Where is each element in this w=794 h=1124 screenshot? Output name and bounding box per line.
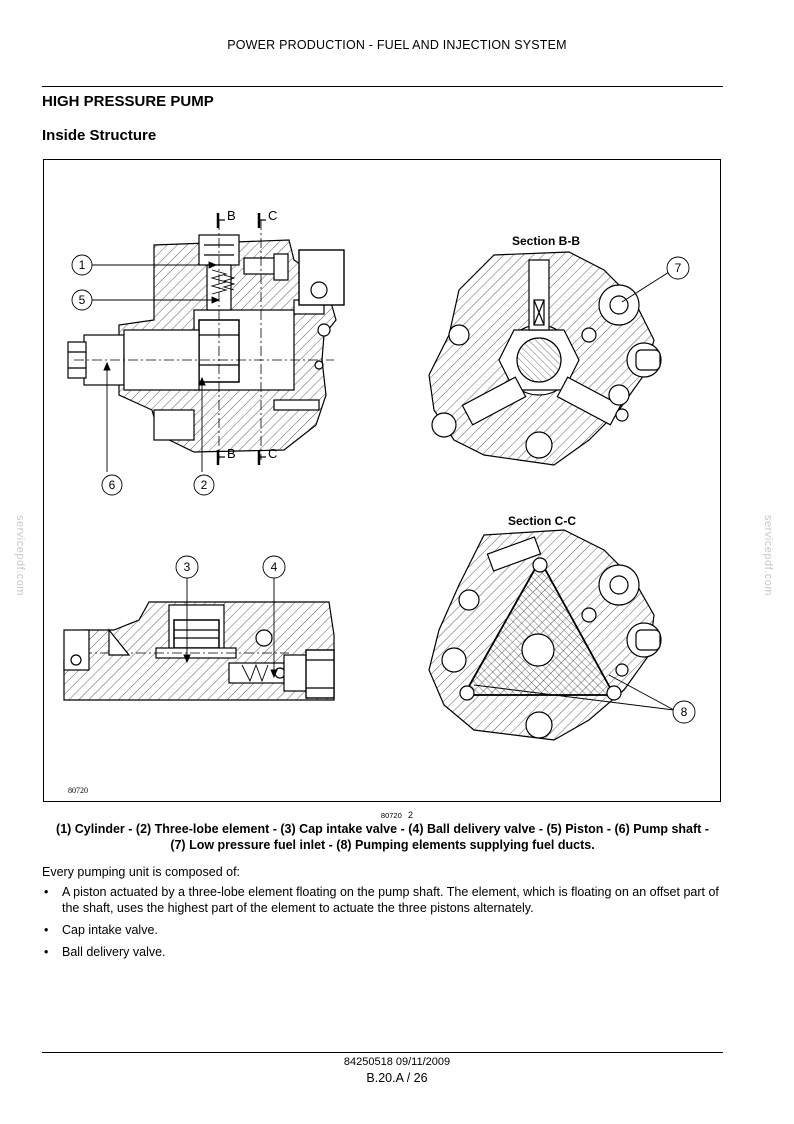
bullet-symbol: •	[44, 923, 49, 937]
figure-caption: (1) Cylinder - (2) Three-lobe element - …	[42, 821, 723, 853]
intro-text: Every pumping unit is composed of:	[42, 865, 241, 879]
watermark-right: servicepdf.com	[762, 515, 774, 596]
pump-figure: B C B C 1 5 6 2 Section B-B	[43, 159, 721, 802]
callout-5: 5	[79, 293, 86, 307]
caption-line-1: (1) Cylinder - (2) Three-lobe element - …	[56, 822, 709, 836]
section-bb-label: Section B-B	[512, 234, 580, 248]
cut-markers-top	[216, 213, 266, 465]
callout-8-circle	[672, 700, 696, 724]
figure-inner-code: 80720	[68, 786, 88, 795]
footer-doc-id: 84250518 09/11/2009	[343, 1056, 451, 1068]
callout-2-circle	[193, 474, 215, 496]
callout-4-circle	[262, 555, 286, 579]
pump-drawing: B C B C 1 5 6 2 Section B-B	[63, 208, 696, 741]
callout-4: 4	[271, 560, 278, 574]
cut-label-c-bottom: C	[268, 446, 277, 461]
longitudinal-section	[67, 220, 345, 460]
list-item: • Ball delivery valve.	[42, 944, 726, 960]
section-title: HIGH PRESSURE PUMP	[42, 93, 214, 110]
figure-number: 2	[408, 810, 414, 820]
callout-5-circle	[71, 289, 93, 311]
callout-1: 1	[79, 258, 86, 272]
cut-label-b-top: B	[227, 208, 236, 223]
footer-page-number: B.20.A / 26	[366, 1071, 428, 1085]
component-list: • A piston actuated by a three-lobe eleme…	[42, 884, 726, 966]
subsection-title: Inside Structure	[42, 127, 157, 144]
section-cc-view	[428, 529, 662, 741]
list-item-text: Cap intake valve.	[62, 923, 158, 937]
header-rule	[42, 86, 723, 87]
callout-7: 7	[675, 261, 682, 275]
cut-label-c-top: C	[268, 208, 277, 223]
callout-7-circle	[666, 256, 690, 280]
list-item-text: A piston actuated by a three-lobe elemen…	[62, 885, 719, 915]
footer-rule	[42, 1052, 723, 1053]
section-cc-label: Section C-C	[508, 514, 576, 528]
section-bb-view	[428, 251, 662, 466]
caption-line-2: (7) Low pressure fuel inlet - (8) Pumpin…	[170, 838, 595, 852]
callout-6-circle	[101, 474, 123, 496]
list-item: • Cap intake valve.	[42, 922, 726, 938]
callout-2: 2	[201, 478, 208, 492]
figure-reference: 80720 2	[0, 810, 794, 820]
cut-label-b-bottom: B	[227, 446, 236, 461]
list-item-text: Ball delivery valve.	[62, 945, 166, 959]
callout-3: 3	[184, 560, 191, 574]
callout-8: 8	[681, 705, 688, 719]
watermark-left: servicepdf.com	[14, 515, 26, 596]
valve-detail-view	[63, 601, 335, 701]
callout-1-circle	[71, 254, 93, 276]
bullet-symbol: •	[44, 945, 49, 959]
list-item: • A piston actuated by a three-lobe eleme…	[42, 884, 726, 916]
callout-3-circle	[175, 555, 199, 579]
page-header: POWER PRODUCTION - FUEL AND INJECTION SY…	[227, 38, 567, 52]
bullet-symbol: •	[44, 885, 49, 899]
callout-6: 6	[109, 478, 116, 492]
figure-code: 80720	[380, 811, 402, 820]
